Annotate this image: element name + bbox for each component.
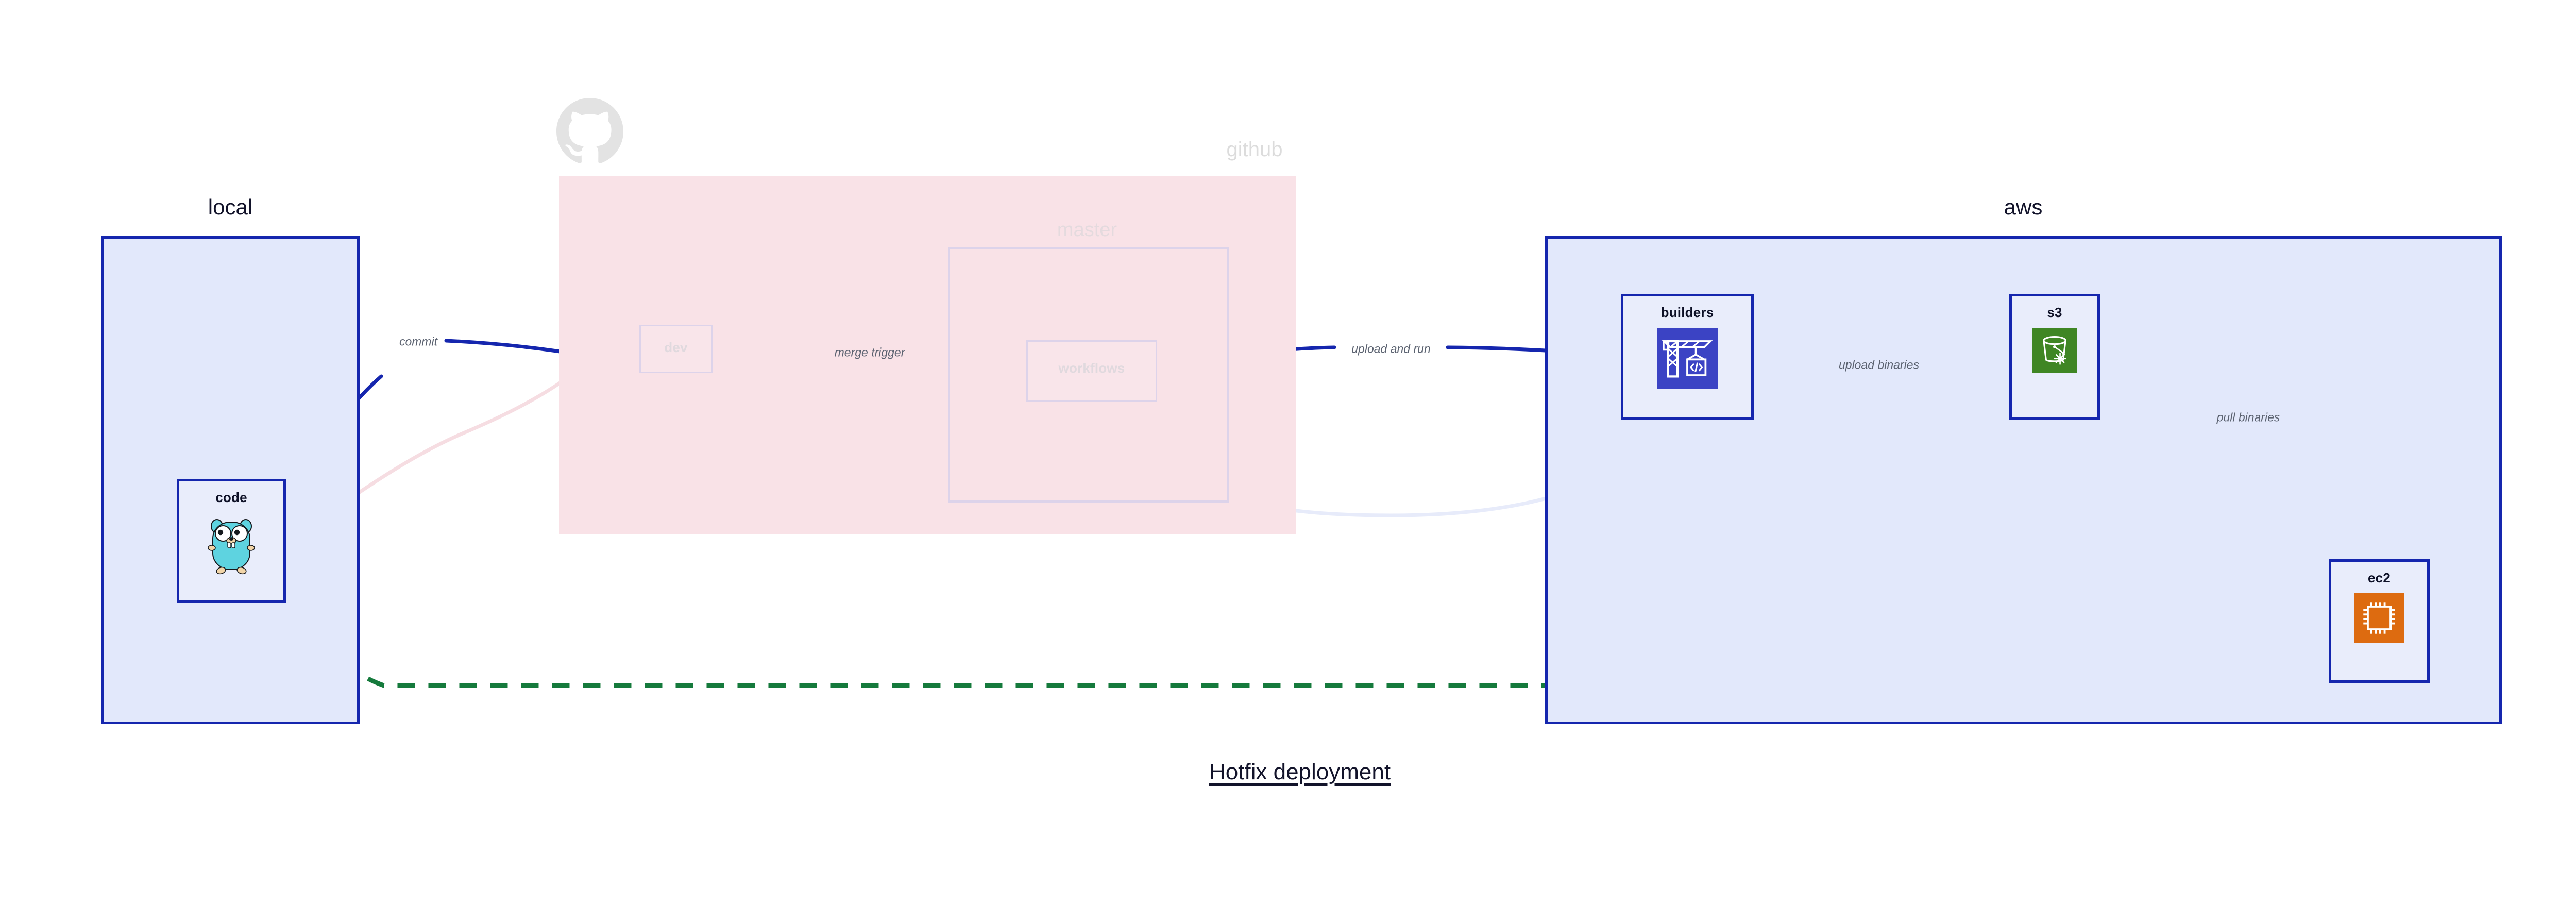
go-gopher-icon	[205, 513, 258, 581]
diagram-title: Hotfix deployment	[1209, 759, 1391, 784]
node-builders-label: builders	[1660, 305, 1714, 320]
group-label-master: master	[1057, 219, 1117, 241]
group-master	[948, 247, 1229, 503]
edge-label-upload-binaries: upload binaries	[1838, 358, 1920, 372]
edge-label-merge-trigger: merge trigger	[834, 345, 905, 359]
edge-label-commit: commit	[399, 335, 438, 348]
node-workflows-label: workflows	[1058, 360, 1125, 376]
node-code-label: code	[215, 490, 247, 505]
node-dev-label: dev	[664, 340, 688, 355]
group-github	[559, 176, 1296, 534]
node-s3[interactable]: s3	[2009, 294, 2100, 420]
node-ec2[interactable]: ec2	[2329, 559, 2430, 683]
edge-label-pull-binaries: pull binaries	[2216, 410, 2280, 424]
node-dev[interactable]: dev	[639, 325, 713, 373]
node-workflows[interactable]: workflows	[1026, 340, 1157, 402]
node-ec2-label: ec2	[2368, 570, 2391, 586]
group-label-github: github	[1226, 138, 1283, 161]
group-label-aws: aws	[2004, 195, 2043, 219]
ec2-chip-icon	[2354, 593, 2404, 643]
node-code[interactable]: code	[177, 479, 286, 603]
edge-label-upload-and-run: upload and run	[1351, 342, 1431, 356]
node-builders[interactable]: builders	[1621, 294, 1754, 420]
aws-crane-icon	[1657, 328, 1718, 389]
s3-bucket-icon	[2032, 328, 2077, 373]
github-octocat-icon	[556, 98, 623, 163]
group-label-local: local	[208, 195, 253, 219]
node-s3-label: s3	[2047, 305, 2062, 320]
